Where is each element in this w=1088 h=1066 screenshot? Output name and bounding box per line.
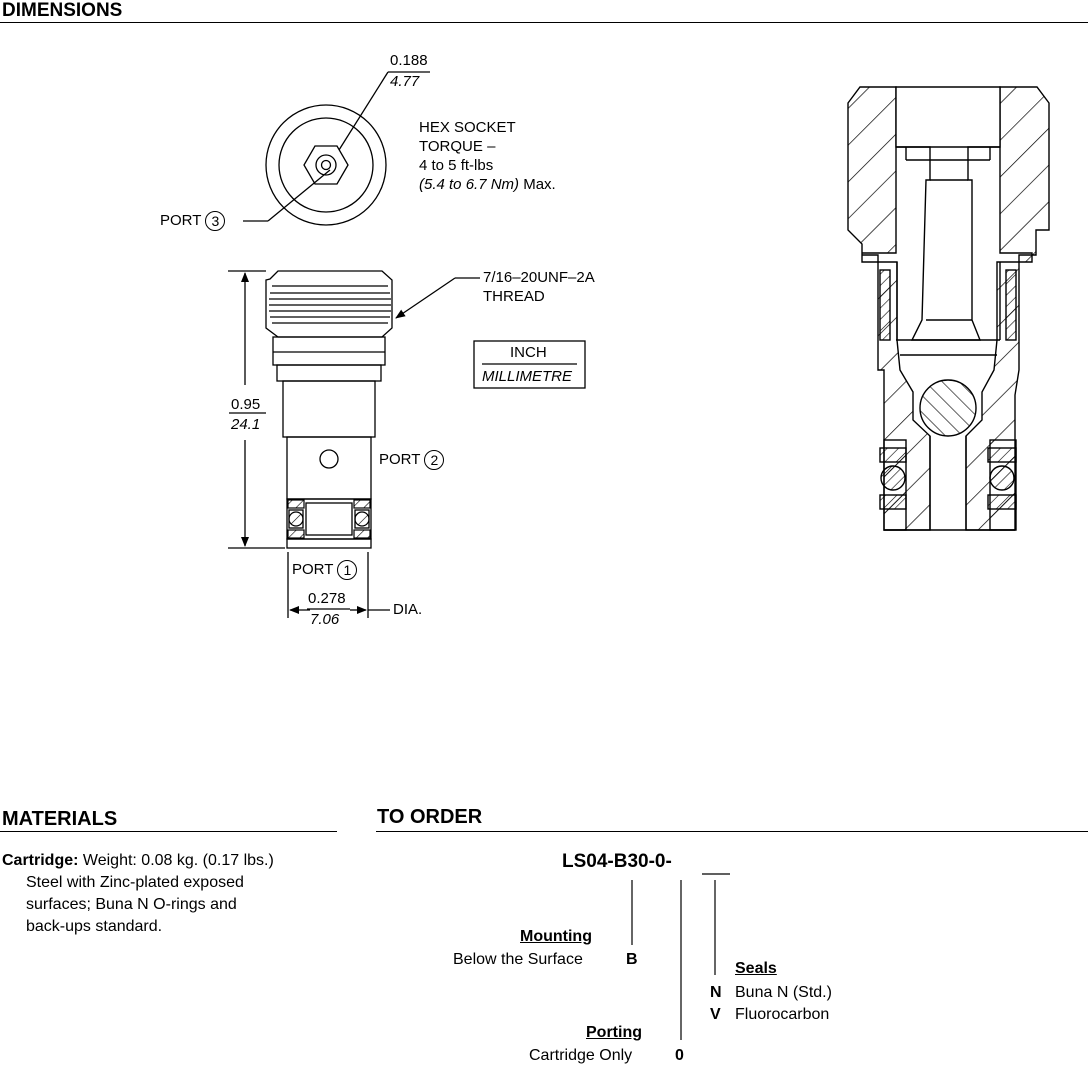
dia-label: DIA. xyxy=(393,601,423,618)
side-view xyxy=(265,270,393,549)
hex-socket-line3: 4 to 5 ft-lbs xyxy=(419,157,494,174)
seal-v-code: V xyxy=(710,1006,721,1023)
dimensions-rule xyxy=(0,22,1088,23)
porting-title: Porting xyxy=(586,1024,642,1041)
materials-cartridge-line: Cartridge: Weight: 0.08 kg. (0.17 lbs.) xyxy=(2,852,274,869)
length-mm: 24.1 xyxy=(231,416,261,433)
port3-number: 3 xyxy=(205,211,226,231)
seal-v-desc: Fluorocarbon xyxy=(735,1006,830,1023)
hex-dim-inch: 0.188 xyxy=(390,52,428,69)
diameter-dimension xyxy=(287,552,390,618)
thread-line1: 7/16–20UNF–2A xyxy=(483,269,595,286)
mounting-desc: Below the Surface xyxy=(453,951,583,968)
dia-mm: 7.06 xyxy=(310,611,340,628)
materials-rule xyxy=(0,831,337,832)
hex-socket-line4: (5.4 to 6.7 Nm) Max. xyxy=(419,176,556,193)
materials-line4: back-ups standard. xyxy=(26,918,163,935)
porting-code: 0 xyxy=(675,1047,684,1064)
order-rule xyxy=(376,831,1088,832)
dimensions-heading: DIMENSIONS xyxy=(2,0,123,21)
materials-line2: Steel with Zinc-plated exposed xyxy=(26,874,244,891)
hex-socket-line1: HEX SOCKET xyxy=(419,119,516,136)
thread-line2: THREAD xyxy=(483,288,545,305)
mounting-title: Mounting xyxy=(520,928,592,945)
seal-n-code: N xyxy=(710,984,722,1001)
hex-dim-mm: 4.77 xyxy=(390,73,420,90)
seal-n-desc: Buna N (Std.) xyxy=(735,984,832,1001)
port1-number: 1 xyxy=(337,560,358,580)
hex-socket-line2: TORQUE – xyxy=(419,138,496,155)
porting-desc: Cartridge Only xyxy=(529,1047,633,1064)
top-view xyxy=(243,71,430,226)
dia-inch: 0.278 xyxy=(308,590,346,607)
length-inch: 0.95 xyxy=(231,396,261,413)
model-code: LS04-B30-0- xyxy=(562,851,672,872)
length-dimension xyxy=(228,270,285,549)
port2-number: 2 xyxy=(424,450,445,470)
seals-title: Seals xyxy=(735,960,777,977)
order-heading: TO ORDER xyxy=(377,806,483,828)
legend-mm: MILLIMETRE xyxy=(482,368,573,385)
materials-heading: MATERIALS xyxy=(2,808,118,830)
legend-inch: INCH xyxy=(510,344,547,361)
order-code-lines xyxy=(631,873,730,1040)
materials-line3: surfaces; Buna N O-rings and xyxy=(26,896,237,913)
cross-section-view xyxy=(847,86,1050,531)
mounting-code: B xyxy=(626,951,638,968)
